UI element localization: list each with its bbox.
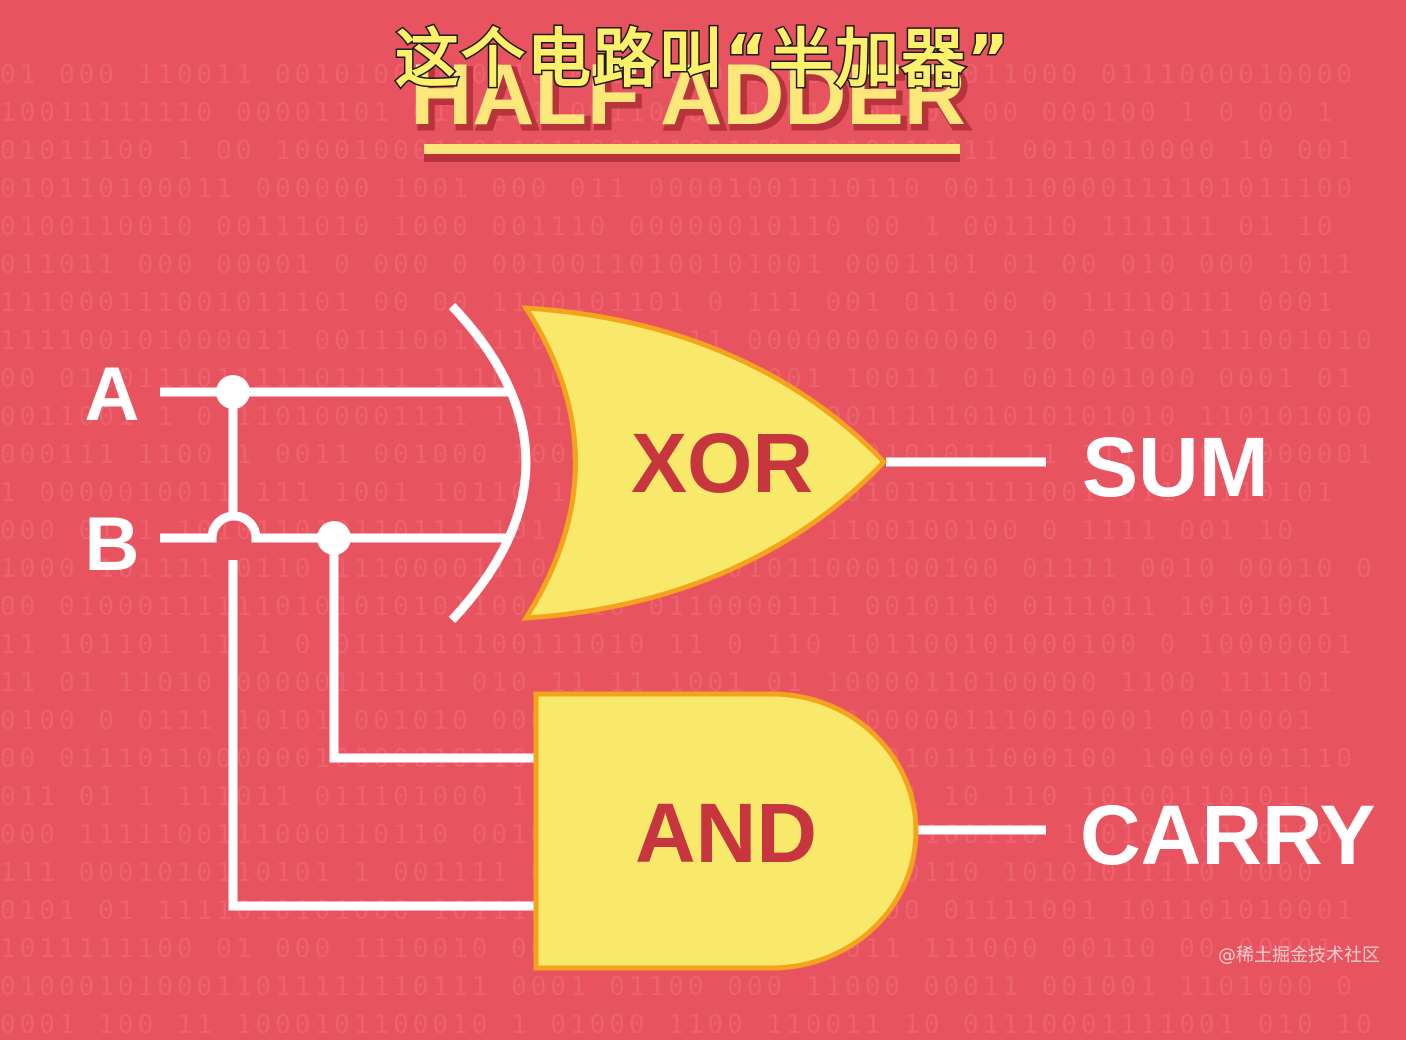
xor-label: XOR — [631, 416, 813, 510]
binary-row: 11 101101 11 1 0 0111111100111010 11 0 1… — [0, 630, 1357, 660]
xor-gate-body — [521, 305, 888, 621]
title-shadow: HALF ADDER — [414, 51, 970, 147]
xor-input-arc — [448, 302, 531, 624]
half-adder-diagram: HALF ADDER HALF ADDER XOR AND A B SUM CA… — [85, 47, 1376, 971]
binary-row: 010110100011 000000 1001 000 011 0000100… — [0, 174, 1357, 204]
wire-a-to-and — [228, 560, 534, 911]
binary-row: 0001 100 11 1000101100010 1 01000 1100 1… — [0, 1010, 1376, 1040]
junction-b — [317, 521, 351, 555]
binary-row: 01 000 110011 0010100 110010001001000001… — [0, 60, 1357, 90]
title-group: HALF ADDER HALF ADDER — [410, 47, 972, 162]
wires — [160, 387, 1046, 911]
binary-row: 011011 000 00001 0 000 0 001001101001010… — [0, 250, 1357, 280]
output-carry-label: CARRY — [1080, 788, 1376, 882]
and-label: AND — [635, 786, 817, 880]
and-gate-body — [533, 691, 919, 971]
input-a-label: A — [85, 352, 140, 437]
input-b-label: B — [85, 502, 140, 587]
wire-b-to-and — [329, 538, 534, 763]
title-underline — [424, 144, 960, 154]
title-text: HALF ADDER — [410, 47, 966, 143]
output-sum-label: SUM — [1082, 420, 1269, 514]
binary-row: 0100110010 00111010 1000 001110 00000010… — [0, 212, 1337, 242]
video-subtitle: 这个电路叫“半加器” — [393, 22, 1012, 99]
binary-row: 111000111001011101 00 00 1100101101 0 11… — [0, 288, 1337, 318]
watermark: @稀土掘金技术社区 — [1218, 945, 1380, 966]
and-gate: AND — [533, 691, 919, 971]
binary-row: 10011111110 00001101 010 101100110 01111… — [0, 98, 1337, 128]
junction-a — [216, 375, 250, 409]
binary-row: 00 010001111110101010101100 0 10 0110000… — [0, 592, 1337, 622]
xor-gate: XOR — [448, 302, 888, 624]
